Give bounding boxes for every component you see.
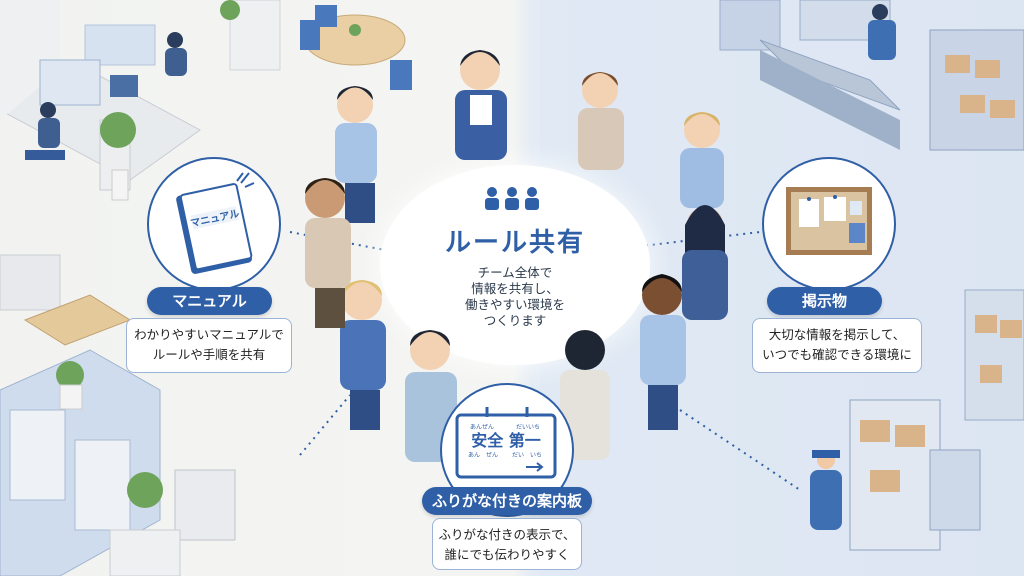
signboard-pill: ふりがな付きの案内板 xyxy=(422,487,592,515)
arrow-right-icon xyxy=(526,462,544,472)
bulletin-pill: 掲示物 xyxy=(767,287,882,315)
center-title: ルール共有 xyxy=(444,228,585,258)
bulletin-description: 大切な情報を掲示して、 いつでも確認できる環境に xyxy=(752,318,922,373)
person-top-right xyxy=(578,72,624,170)
signboard-ruby-2: だいいち xyxy=(516,424,540,431)
person-right-upper xyxy=(680,112,724,208)
signboard-ruby-5: だい xyxy=(512,452,524,459)
bulletin-board-icon xyxy=(786,187,872,255)
signboard-text: 安全 第一 xyxy=(471,431,541,450)
person-left-lower xyxy=(340,280,386,430)
signboard-ruby-4: ぜん xyxy=(486,452,498,459)
center-description: チーム全体で 情報を共有し、 働きやすい環境を つくります xyxy=(464,265,565,328)
signboard-description: ふりがな付きの表示で、 誰にでも伝わりやすく xyxy=(432,518,582,570)
person-top-center xyxy=(455,50,507,160)
signboard-ruby-3: あん xyxy=(468,452,480,459)
person-right-mid xyxy=(682,205,728,320)
manual-pill: マニュアル xyxy=(147,287,272,315)
manual-book-icon: マニュアル xyxy=(176,172,255,274)
manual-icon-circle: マニュアル xyxy=(147,157,281,291)
bulletin-icon-circle xyxy=(762,157,896,291)
person-top-left xyxy=(335,86,377,223)
person-right-lower xyxy=(640,274,686,430)
team-icon xyxy=(485,187,539,210)
signboard-ruby-6: いち xyxy=(530,452,542,459)
person-left-upper xyxy=(305,178,351,328)
signboard-ruby-1: あんぜん xyxy=(470,424,494,431)
office-area xyxy=(0,0,412,576)
manual-description: わかりやすいマニュアルで ルールや手順を共有 xyxy=(126,318,292,373)
signboard-icon: あんぜん だいいち 安全 第一 あん ぜん だい いち xyxy=(455,407,557,479)
